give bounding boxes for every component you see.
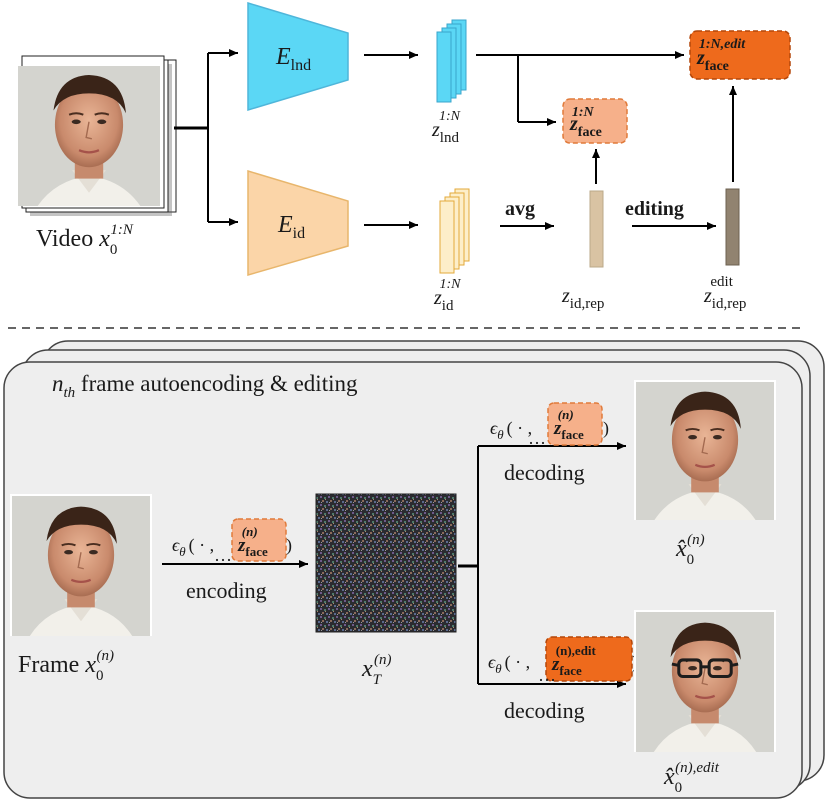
z-lnd-label: zlnd1:N [431, 109, 461, 146]
video-label: Video x01:N [36, 222, 134, 258]
z-lnd-stack [436, 19, 467, 103]
encoder-id: Eid [247, 169, 349, 276]
input-frame-image [10, 494, 152, 636]
x-hat-label: x̂0(n) [675, 532, 705, 568]
z-id-rep-bar [589, 190, 604, 268]
z-id-rep-edit-label: zid,repedit [703, 274, 746, 312]
svg-text:zface(n),edit: zface(n),edit [551, 643, 597, 678]
z-id-rep-label: zid,rep [561, 285, 604, 312]
panel-title: nth frame autoencoding & editing [52, 371, 358, 401]
encoding-close: ) [286, 535, 292, 556]
svg-text:Elnd: Elnd [275, 44, 311, 74]
svg-text:zface(n): zface(n) [553, 407, 584, 442]
decoding-top-label: decoding [504, 460, 585, 485]
frame-label: Frame x0(n) [18, 648, 114, 684]
z-face-n-box-decoding: zface(n) [547, 402, 603, 446]
decoding-bottom-eps: ϵθ( · , [488, 652, 530, 676]
z-id-label: zid1:N [433, 277, 461, 314]
z-face-n-box-encoding: zface(n) [231, 518, 287, 562]
x-hat-edit-label: x̂0(n),edit [663, 760, 720, 796]
svg-text:zface1:N: zface1:N [569, 105, 602, 140]
decoding-top-close: ) [603, 418, 609, 439]
z-id-rep-edit-bar [725, 188, 740, 266]
video-branch-lines [174, 49, 238, 226]
decode-branch [458, 442, 626, 688]
z-face-n-edit-box: zface(n),edit [545, 636, 633, 682]
z-face-edit-box: zface1:N,edit [689, 30, 791, 80]
decoding-bottom-ellipsis: ··· [538, 670, 556, 690]
decoding-top-eps: ϵθ( · , [490, 418, 532, 442]
noise-image [315, 493, 457, 633]
output-frame-image [634, 380, 776, 520]
decoding-bottom-label: decoding [504, 698, 585, 723]
x-T-label: xT(n) [361, 652, 392, 688]
lnd-routes [476, 51, 684, 126]
encoding-ellipsis: ··· [214, 550, 232, 570]
editing-label: editing [625, 198, 684, 220]
encoding-eps: ϵθ( · , [172, 535, 214, 559]
encoding-label: encoding [186, 578, 267, 603]
svg-text:zface(n): zface(n) [237, 524, 268, 559]
edited-frame-image [634, 610, 776, 752]
z-face-box: zface1:N [562, 98, 628, 144]
decoding-top-ellipsis: ··· [528, 433, 546, 453]
svg-text:Eid: Eid [277, 212, 305, 242]
glasses-icon [671, 658, 739, 678]
svg-text:zface1:N,edit: zface1:N,edit [696, 37, 746, 74]
avg-label: avg [505, 198, 535, 220]
encoder-lnd: Elnd [247, 1, 349, 112]
z-id-stack [439, 188, 470, 274]
video-stack [18, 55, 177, 216]
